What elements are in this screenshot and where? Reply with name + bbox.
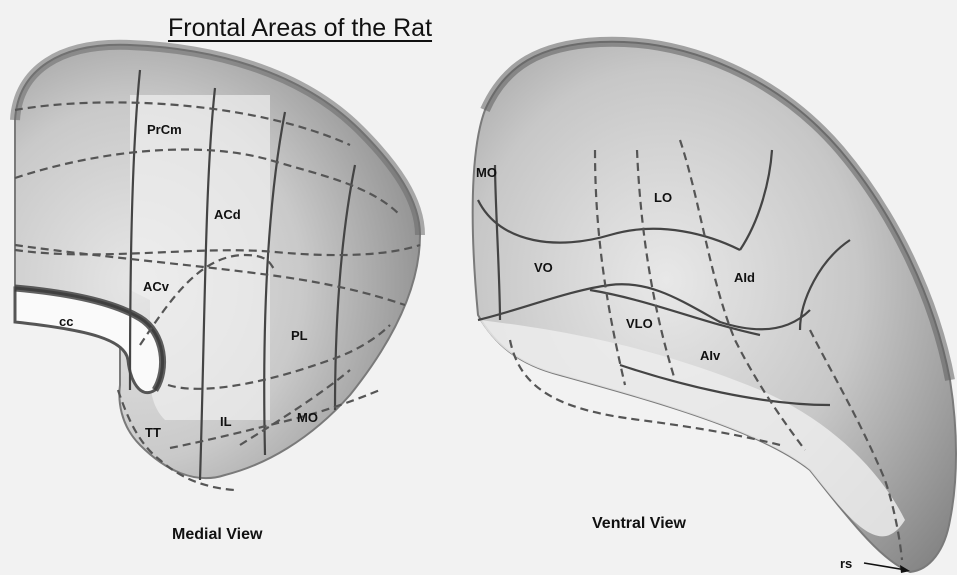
area-label-lo: LO bbox=[654, 190, 672, 205]
area-label-pl: PL bbox=[291, 328, 308, 343]
ventral-view-label: Ventral View bbox=[592, 515, 686, 533]
area-label-il: IL bbox=[220, 414, 232, 429]
area-label-vlo: VLO bbox=[626, 316, 653, 331]
area-label-ventral-mo: MO bbox=[476, 165, 497, 180]
medial-view-hemisphere bbox=[15, 45, 420, 490]
area-label-medial-mo: MO bbox=[297, 410, 318, 425]
rhinal-sulcus-label: rs bbox=[840, 556, 852, 571]
ventral-view-hemisphere bbox=[473, 42, 956, 572]
area-label-prcm: PrCm bbox=[147, 122, 182, 137]
area-label-aiv: AIv bbox=[700, 348, 721, 363]
area-label-aid: AId bbox=[734, 270, 755, 285]
area-label-acv: ACv bbox=[143, 279, 170, 294]
medial-view-label: Medial View bbox=[172, 526, 262, 544]
area-label-tt: TT bbox=[145, 425, 161, 440]
area-label-cc: cc bbox=[59, 314, 73, 329]
area-label-vo: VO bbox=[534, 260, 553, 275]
area-label-acd: ACd bbox=[214, 207, 241, 222]
